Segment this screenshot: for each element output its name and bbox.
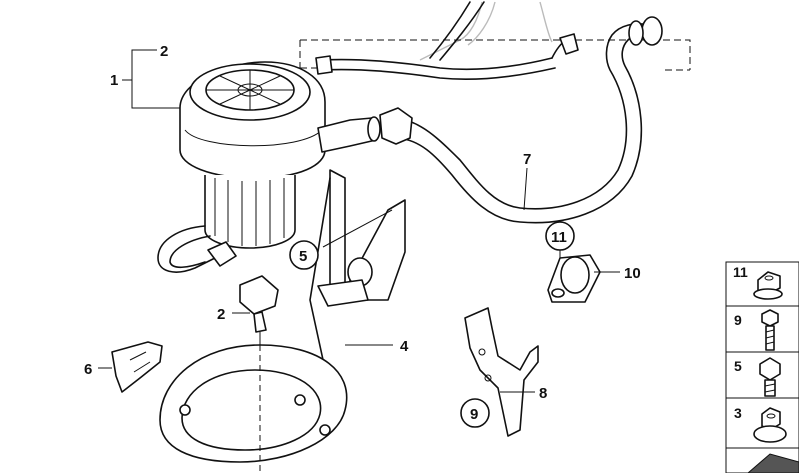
flange-nut-icon — [753, 271, 783, 300]
callout-2-pump: 2 — [160, 43, 168, 60]
callout-4: 4 — [400, 338, 409, 355]
hardware-legend: 11 9 5 3 — [725, 261, 799, 473]
callout-9: 9 — [470, 406, 478, 423]
leader-lines — [98, 49, 620, 473]
callout-10: 10 — [624, 265, 641, 282]
callout-1: 1 — [110, 72, 118, 89]
bracket-8 — [464, 307, 539, 437]
hex-bolt-short-icon — [761, 309, 779, 351]
callout-11: 11 — [551, 229, 567, 246]
pressure-sensor-2 — [239, 275, 279, 345]
callout-8: 8 — [539, 385, 547, 402]
callout-11-circle — [545, 221, 575, 251]
callout-2-sensor: 2 — [217, 306, 225, 323]
callouts: 2 1 2 4 5 6 7 8 9 10 11 — [84, 43, 641, 428]
callout-9-circle — [460, 398, 490, 428]
legend-label-9: 9 — [734, 312, 742, 328]
collar-nut-icon — [753, 407, 787, 443]
pump-bracket-4 — [159, 169, 406, 463]
legend-label-3: 3 — [734, 405, 742, 421]
legend-label-5: 5 — [734, 358, 742, 374]
clamp-10 — [547, 254, 601, 303]
hose-end-fitting — [641, 16, 663, 46]
sheet-corner-icon — [747, 453, 799, 473]
callout-5-circle — [289, 240, 319, 270]
callout-7: 7 — [523, 151, 531, 168]
callout-5: 5 — [299, 248, 307, 265]
bracket-6 — [111, 341, 163, 393]
legend-label-11: 11 — [733, 264, 748, 280]
ghost-hoses — [419, 1, 553, 61]
hose-clamp — [379, 107, 413, 145]
hose-assembly — [315, 1, 579, 81]
hex-bolt-icon — [759, 357, 781, 397]
air-hose-7 — [379, 16, 663, 224]
secondary-air-pump — [157, 61, 381, 273]
callout-6: 6 — [84, 361, 92, 378]
assembly-outline — [299, 39, 691, 71]
